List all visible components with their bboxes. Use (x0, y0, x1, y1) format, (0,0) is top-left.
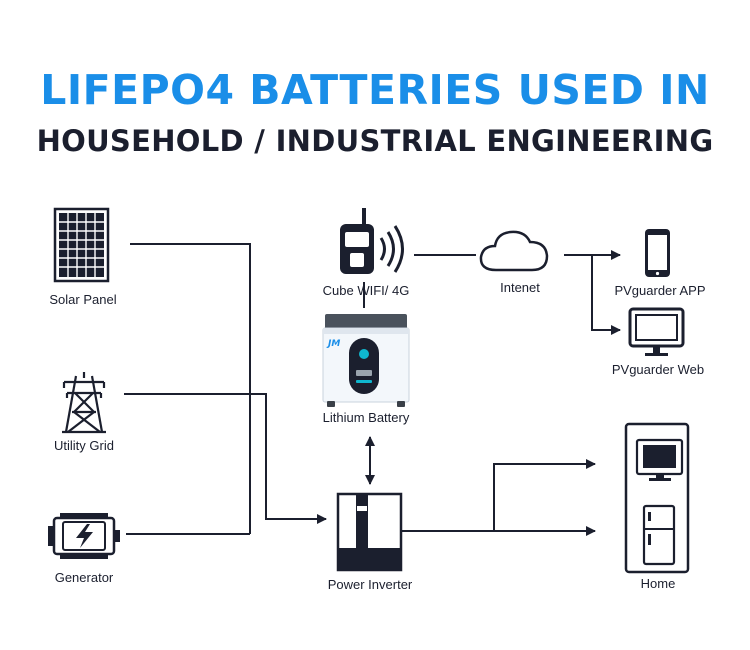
inverter-to-home-upper-arrow (493, 459, 596, 531)
brand-logo: JM (326, 339, 340, 349)
cloud-icon (479, 230, 549, 272)
page-subtitle: HOUSEHOLD / INDUSTRIAL ENGINEERING (36, 124, 714, 158)
power-inverter-label: Power Inverter (327, 577, 413, 592)
transmission-tower-icon (62, 372, 106, 434)
utility-grid-label: Utility Grid (54, 438, 114, 453)
home-appliances-icon (624, 422, 690, 574)
solar-panel-label: Solar Panel (49, 292, 117, 307)
pvguarder-app-label: PVguarder APP (614, 283, 706, 298)
generator-label: Generator (54, 570, 114, 585)
pvguarder-web-label: PVguarder Web (611, 362, 705, 377)
smartphone-icon (645, 229, 670, 277)
page-title: LIFEPO4 BATTERIES USED IN (40, 66, 710, 114)
connector-lines (124, 243, 621, 536)
lithium-battery-label: Lithium Battery (322, 410, 410, 425)
wifi-transmitter-icon (340, 208, 404, 274)
internet-label: Intenet (500, 280, 540, 295)
cube-wifi-label: Cube WIFI/ 4G (322, 283, 410, 298)
grid-to-inverter-arrow (124, 393, 327, 524)
home-label: Home (640, 576, 676, 591)
generator-icon (48, 513, 120, 559)
cloud-to-web-arrow (591, 255, 621, 335)
monitor-icon (628, 307, 685, 356)
solar-line (130, 243, 251, 534)
battery-cabinet-icon: JM (322, 314, 410, 407)
solar-panel-icon (53, 207, 110, 283)
inverter-icon (336, 492, 403, 572)
